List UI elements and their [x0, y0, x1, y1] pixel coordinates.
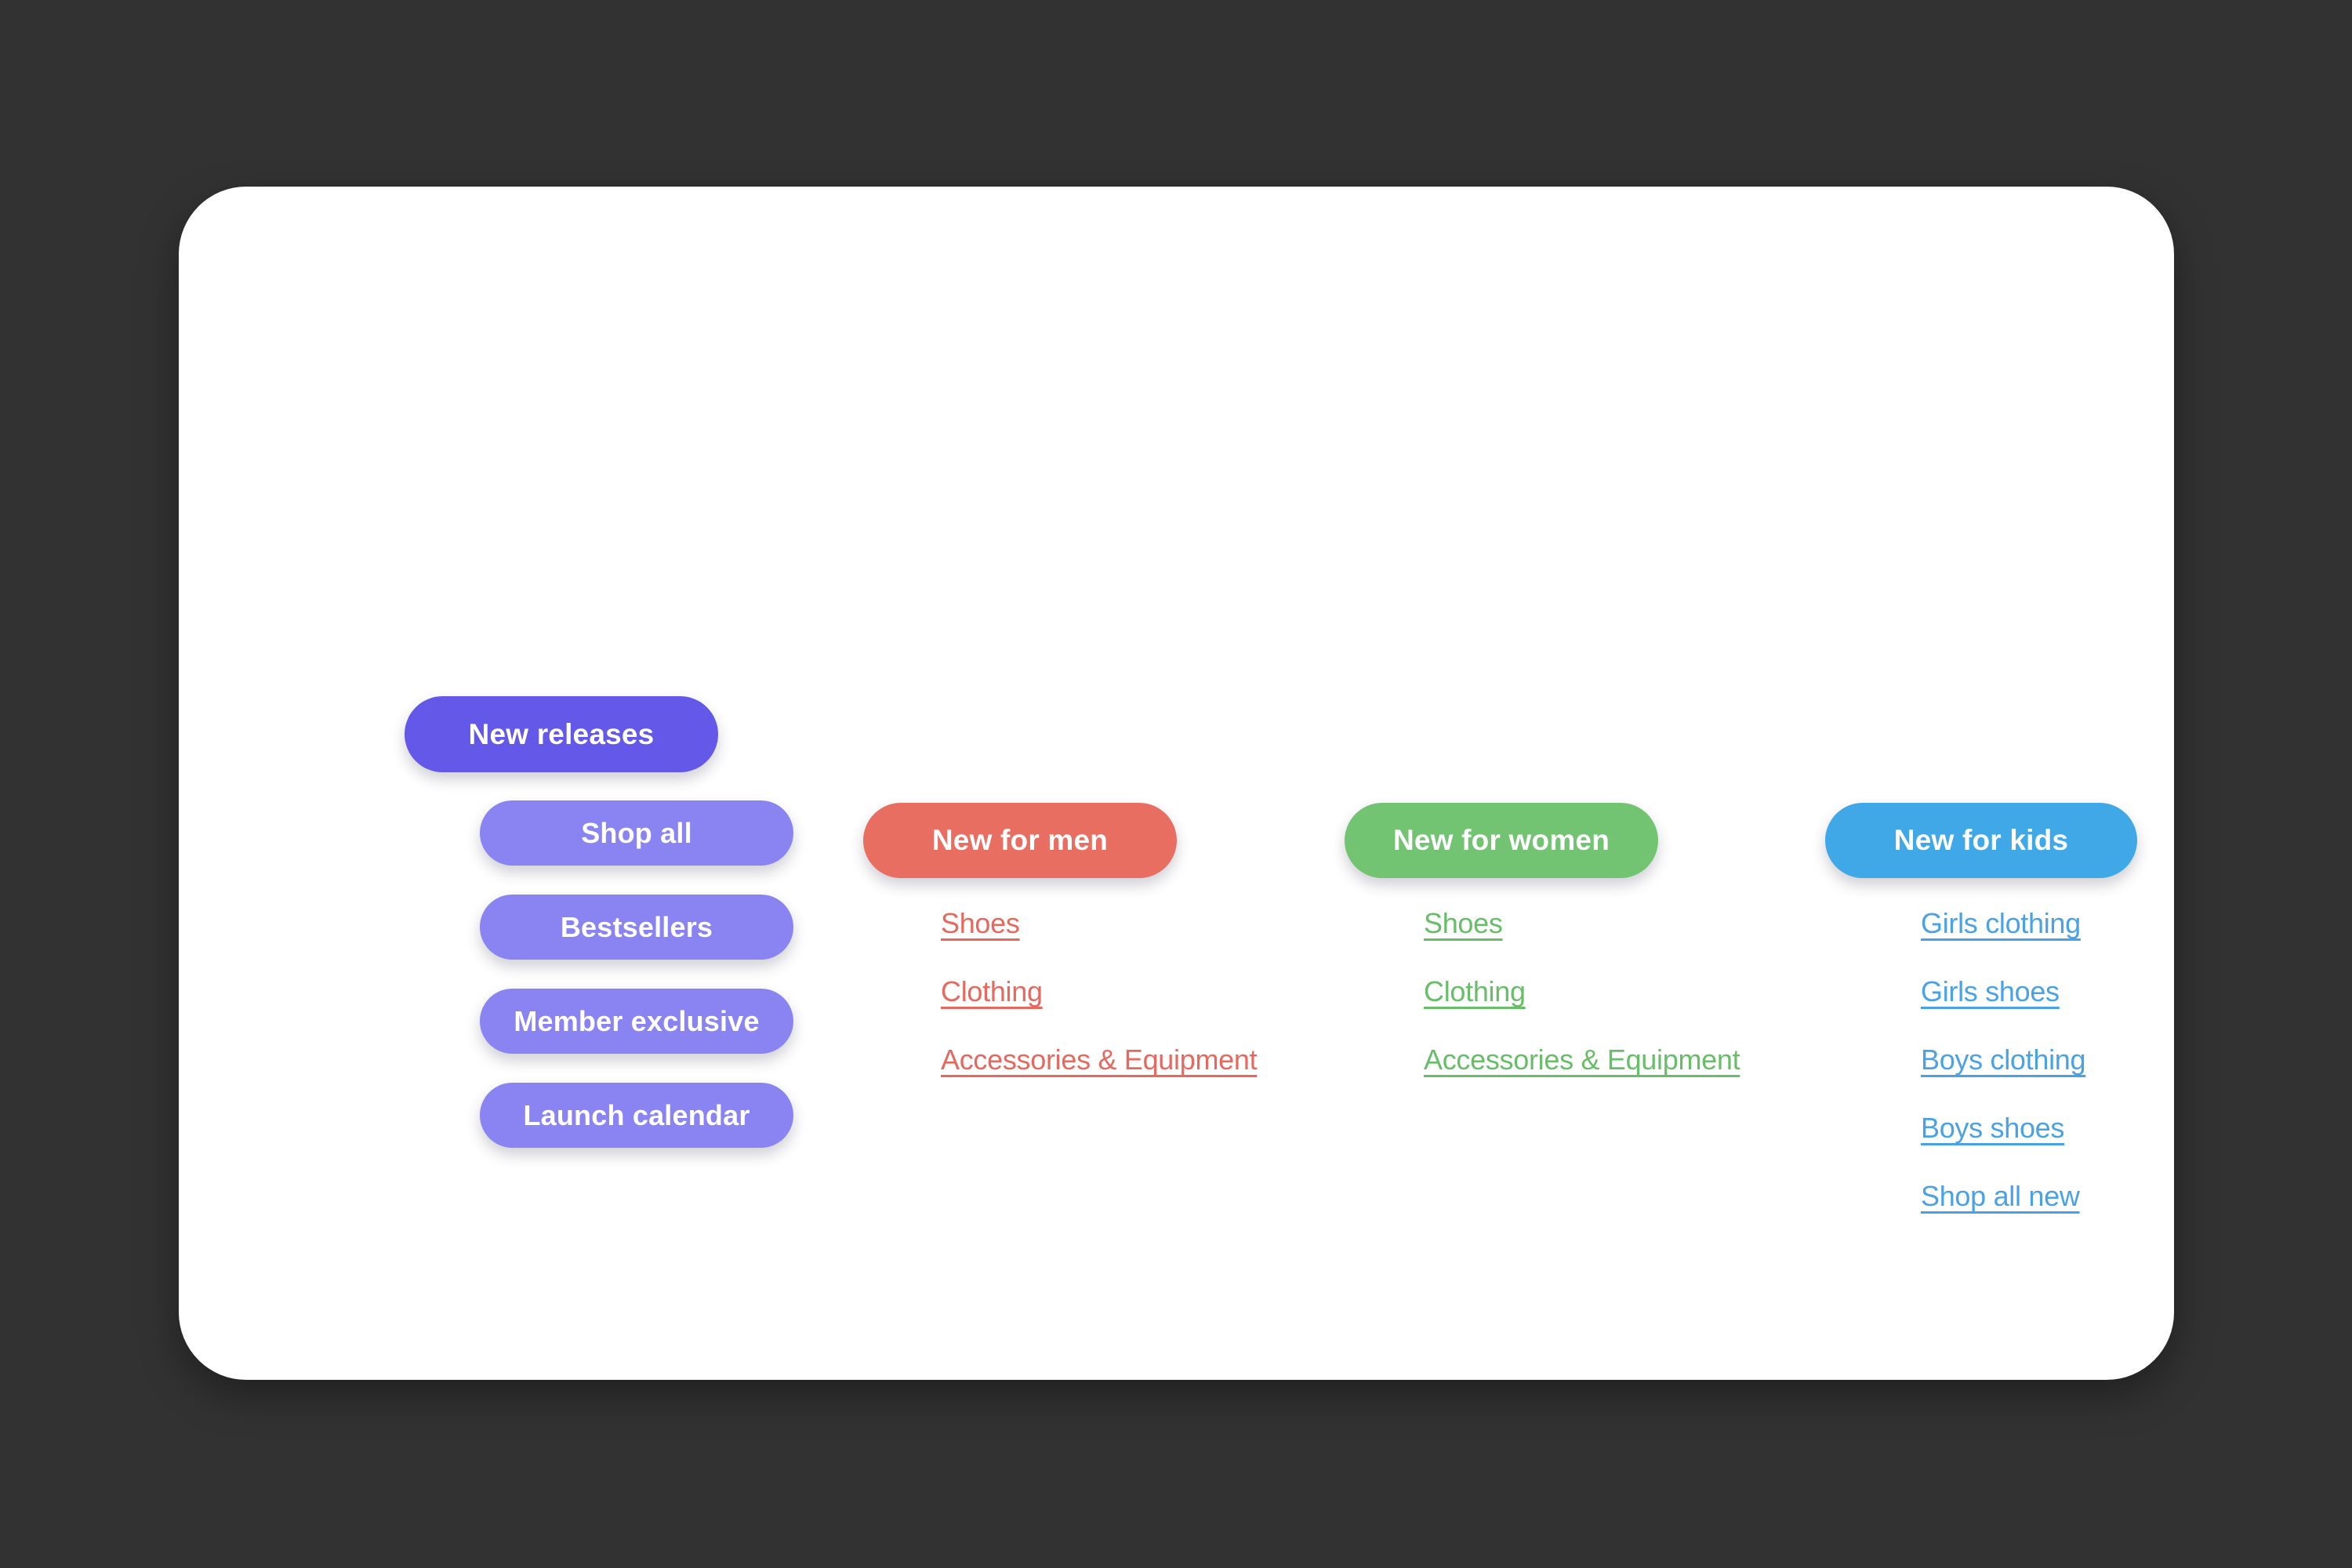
men-clothing-link[interactable]: Clothing [941, 975, 1043, 1007]
new-for-women-pill[interactable]: New for women [1345, 803, 1658, 878]
member-exclusive-pill[interactable]: Member exclusive [480, 989, 793, 1054]
shop-all-pill[interactable]: Shop all [480, 800, 793, 866]
kids-boys-clothing-link[interactable]: Boys clothing [1921, 1044, 2086, 1076]
new-for-men-pill[interactable]: New for men [863, 803, 1177, 878]
new-releases-pill[interactable]: New releases [405, 696, 718, 772]
launch-calendar-pill[interactable]: Launch calendar [480, 1083, 793, 1148]
women-shoes-link[interactable]: Shoes [1424, 907, 1503, 939]
kids-girls-clothing-link[interactable]: Girls clothing [1921, 907, 2081, 939]
kids-shop-all-new-link[interactable]: Shop all new [1921, 1180, 2080, 1212]
kids-links-column: Girls clothing Girls shoes Boys clothing… [1921, 907, 2086, 1212]
women-links-column: Shoes Clothing Accessories & Equipment [1424, 909, 1740, 1074]
kids-boys-shoes-link[interactable]: Boys shoes [1921, 1112, 2065, 1144]
women-clothing-link[interactable]: Clothing [1424, 975, 1526, 1007]
women-accessories-equipment-link[interactable]: Accessories & Equipment [1424, 1044, 1740, 1076]
new-for-kids-pill[interactable]: New for kids [1825, 803, 2137, 878]
men-shoes-link[interactable]: Shoes [941, 907, 1020, 939]
menu-card: New releases Shop all Bestsellers Member… [179, 187, 2174, 1380]
kids-girls-shoes-link[interactable]: Girls shoes [1921, 975, 2060, 1007]
men-accessories-equipment-link[interactable]: Accessories & Equipment [941, 1044, 1258, 1076]
men-links-column: Shoes Clothing Accessories & Equipment [941, 907, 1258, 1076]
bestsellers-pill[interactable]: Bestsellers [480, 895, 793, 960]
